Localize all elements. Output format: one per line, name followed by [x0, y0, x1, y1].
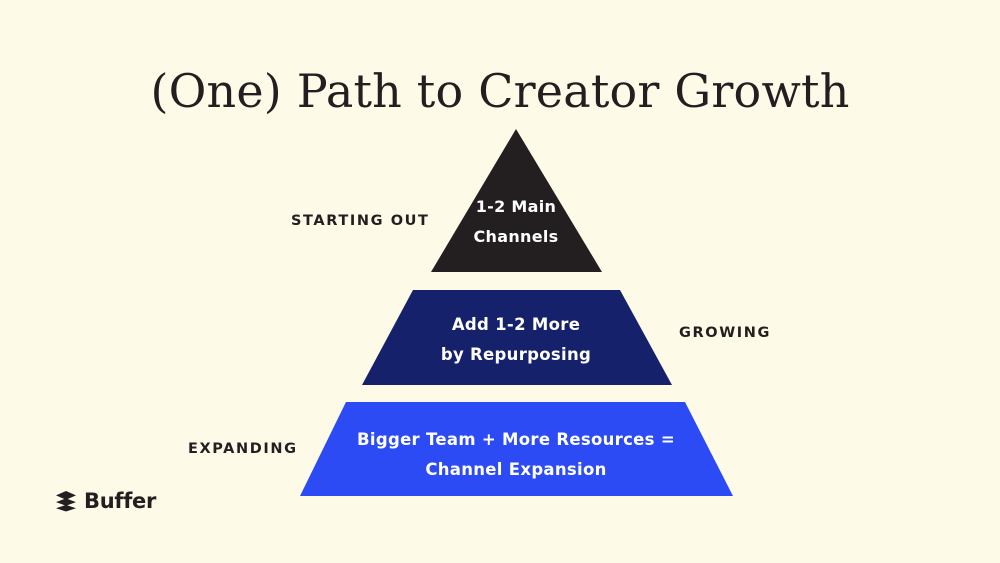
- pyramid-tier-shape-bottom: [300, 402, 733, 496]
- stage-label-growing: GROWING: [679, 325, 772, 341]
- brand-logo: Buffer: [55, 489, 156, 513]
- stacked-layers-icon: [56, 491, 76, 512]
- stage-label-starting-out: STARTING OUT: [291, 213, 430, 229]
- brand-name: Buffer: [84, 488, 157, 513]
- pyramid-tier-shape-middle: [362, 290, 672, 385]
- stage-label-expanding: EXPANDING: [188, 441, 298, 457]
- page-title: (One) Path to Creator Growth: [150, 64, 850, 118]
- pyramid-tier-shape-top: [431, 129, 602, 272]
